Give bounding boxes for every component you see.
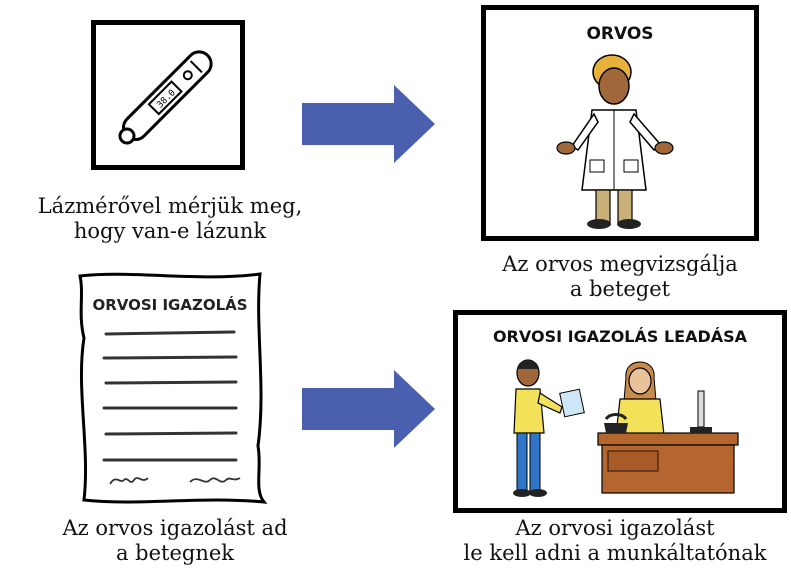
submission-caption: Az orvosi igazolást le kell adni a munká… <box>463 516 767 565</box>
signature-icon <box>109 477 241 485</box>
submission-card: ORVOSI IGAZOLÁS LEADÁSA <box>453 310 787 513</box>
card-title: ORVOSI IGAZOLÁS LEADÁSA <box>492 327 748 346</box>
certificate-caption: Az orvos igazolást ad a betegnek <box>62 516 288 565</box>
thermometer-card: 38.0 <box>91 20 245 170</box>
card-title: ORVOS <box>586 24 654 44</box>
office-desk-icon <box>513 359 739 497</box>
doctor-icon <box>556 54 674 229</box>
document-icon: ORVOSI IGAZOLÁS <box>78 272 268 504</box>
arrow-right-icon <box>302 370 435 448</box>
thermometer-caption: Lázmérővel mérjük meg, hogy van-e lázunk <box>37 194 303 243</box>
doctor-caption: Az orvos megvizsgálja a beteget <box>502 252 738 301</box>
thermometer-icon: 38.0 <box>118 50 213 145</box>
document-title: ORVOSI IGAZOLÁS <box>92 295 247 314</box>
doctor-card: ORVOS <box>481 5 759 241</box>
arrow-right-icon <box>302 85 435 163</box>
